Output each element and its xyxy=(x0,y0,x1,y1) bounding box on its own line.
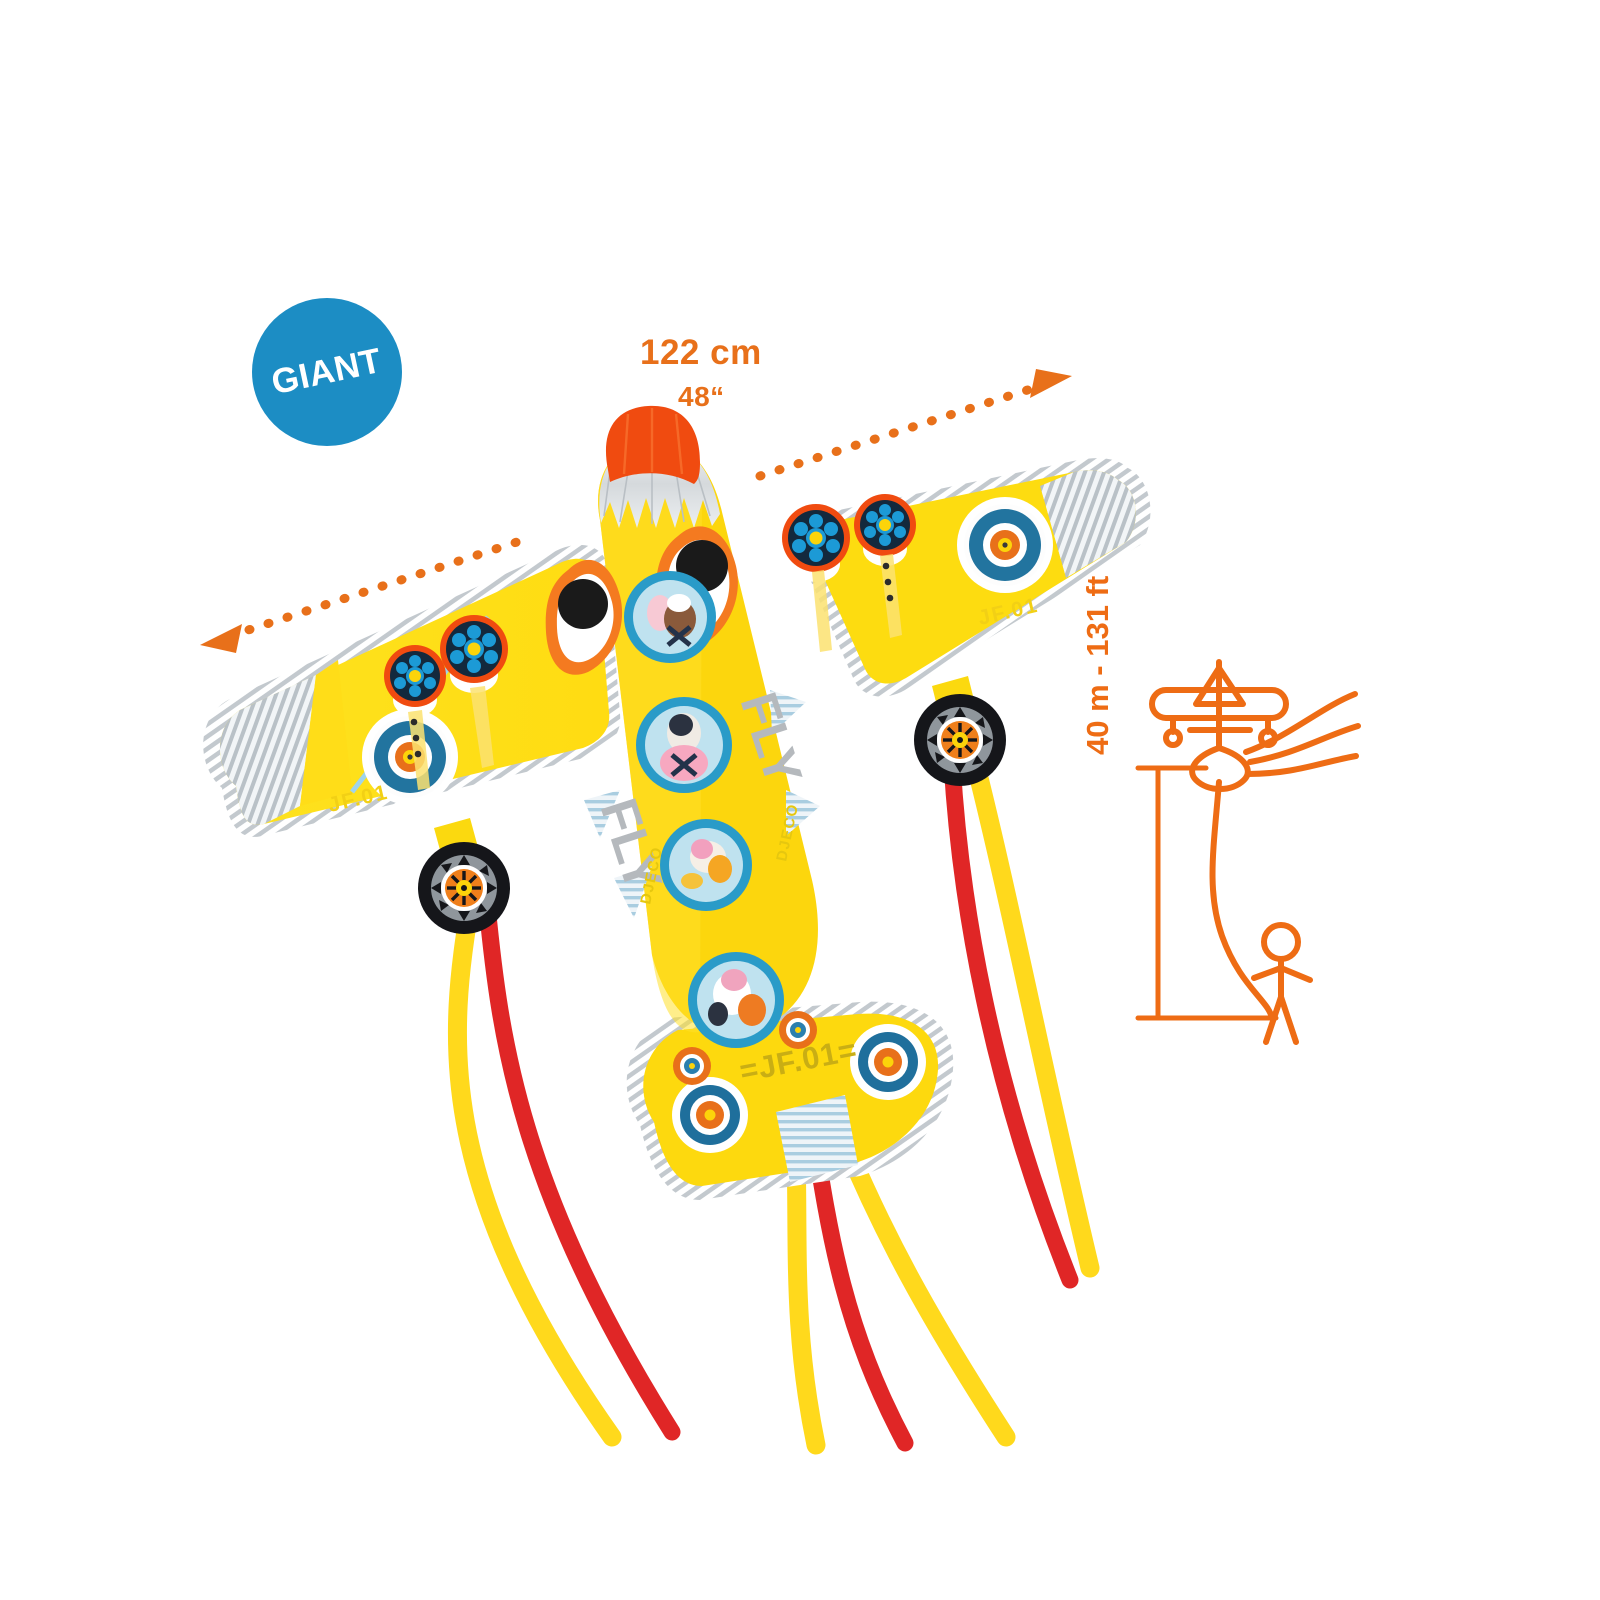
tail-rosette-left xyxy=(672,1077,748,1153)
kite-landing-gear xyxy=(418,676,1006,934)
giant-badge: GIANT xyxy=(252,298,402,446)
small-rosette-left xyxy=(673,1047,711,1085)
altitude-label: 40 m - 131 ft xyxy=(1080,575,1115,755)
roundel-right-wing xyxy=(957,497,1053,593)
wheel-right xyxy=(914,694,1006,786)
porthole-4 xyxy=(688,952,784,1048)
kite-left-wing: JF.01 xyxy=(203,544,621,837)
porthole-2 xyxy=(636,697,732,793)
altitude-diagram xyxy=(1135,659,1361,1045)
engine-right-outer xyxy=(782,504,850,582)
fuselage-eye-left xyxy=(545,559,623,675)
engine-right-inner xyxy=(854,494,916,566)
engine-left-inner xyxy=(440,615,508,693)
small-rosette-right xyxy=(779,1011,817,1049)
porthole-3 xyxy=(660,819,752,911)
wheel-left xyxy=(418,842,510,934)
giant-badge-label: GIANT xyxy=(268,340,386,403)
tail-rosette-right xyxy=(850,1024,926,1100)
kite-fuselage: FLY FLY DJECO DJECO xyxy=(545,405,820,1085)
kite-tail-plane: =JF.01= xyxy=(626,1001,954,1200)
width-imperial-label: 48“ xyxy=(678,381,725,412)
width-measure-arrow xyxy=(200,369,1072,653)
engine-left-outer xyxy=(384,645,446,717)
width-metric-label: 122 cm xyxy=(640,333,762,372)
porthole-1 xyxy=(624,571,716,663)
kite-right-wing: JF.01 xyxy=(782,458,1151,697)
